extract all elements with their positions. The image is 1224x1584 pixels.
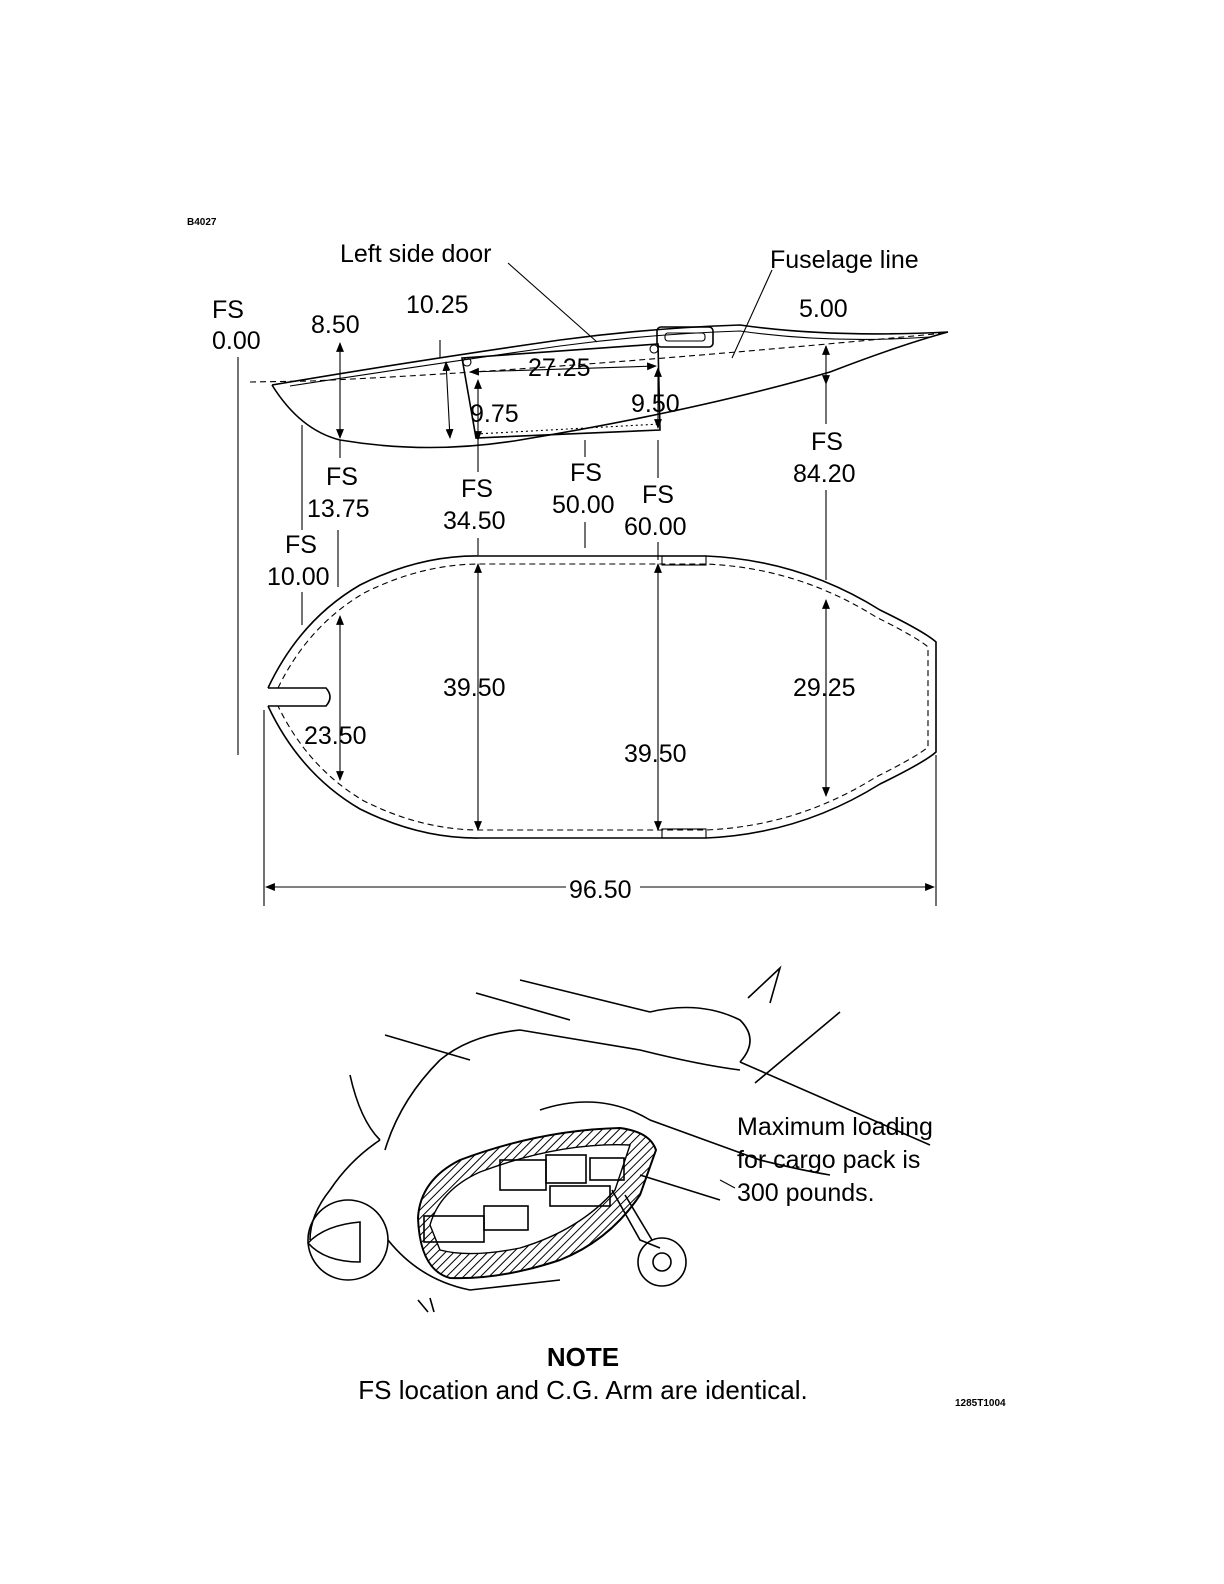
door-hinge	[475, 423, 661, 435]
dim-2725-arrow	[469, 362, 657, 376]
aircraft-illustration	[306, 965, 931, 1313]
max-loading-line-2: for cargo pack is	[737, 1146, 920, 1174]
width-2925-label: 29.25	[793, 674, 856, 702]
fuselage-line-label: Fuselage line	[770, 246, 919, 274]
cargo-box	[549, 1185, 611, 1207]
fs-8420-label: FS	[811, 428, 843, 456]
fs-3450-label: FS	[461, 475, 493, 503]
figure-id: B4027	[187, 217, 217, 228]
side-view	[237, 262, 949, 755]
fuselage-line	[249, 332, 946, 383]
max-loading-line-3: 300 pounds.	[737, 1179, 875, 1207]
fs-5000-label: FS	[570, 459, 602, 487]
fs-8420-value: 84.20	[793, 460, 856, 488]
width-3950-b-label: 39.50	[624, 740, 687, 768]
cargo-box	[545, 1154, 587, 1184]
left-side-door	[461, 343, 661, 439]
dim-975-label: 9.75	[470, 400, 519, 428]
propeller-spinner	[306, 1221, 361, 1263]
left-side-door-label: Left side door	[340, 240, 492, 268]
fs-6000-value: 60.00	[624, 513, 687, 541]
pod-bottom-outline	[271, 331, 949, 449]
fs-0-label: FS	[212, 296, 244, 324]
main-wheel	[637, 1237, 687, 1287]
cargo-box	[483, 1205, 529, 1231]
dim-850-label: 8.50	[311, 311, 360, 339]
pod-outline-top	[267, 555, 937, 839]
fs-1375-label: FS	[326, 463, 358, 491]
dim-1025-label: 10.25	[406, 291, 469, 319]
nose-slot	[268, 687, 331, 707]
length-9650-label: 96.50	[569, 876, 632, 904]
cargo-box	[589, 1157, 625, 1181]
engine-cowling	[307, 1199, 389, 1281]
fs-3450-value: 34.50	[443, 507, 506, 535]
pod-top-outline	[271, 324, 949, 386]
width-3950-a-label: 39.50	[443, 674, 506, 702]
width-2350-label: 23.50	[304, 722, 367, 750]
fs-5000-value: 50.00	[552, 491, 615, 519]
dim-500-label: 5.00	[799, 295, 848, 323]
fs-1000-label: FS	[285, 531, 317, 559]
cargo-pod-interior	[429, 1144, 631, 1255]
fs-1000-value: 10.00	[267, 563, 330, 591]
dim-1025-arrow	[442, 361, 454, 439]
dim-2725-label: 27.25	[528, 354, 591, 382]
fs-0-value: 0.00	[212, 327, 261, 355]
fs-6000-label: FS	[642, 481, 674, 509]
top-view	[263, 555, 937, 906]
max-loading-line-1: Maximum loading	[737, 1113, 933, 1141]
drawing-number: 1285T1004	[955, 1398, 1006, 1409]
vent-box	[656, 326, 714, 348]
fs-1375-value: 13.75	[307, 495, 370, 523]
note-title: NOTE	[547, 1342, 619, 1372]
note-text: FS location and C.G. Arm are identical.	[358, 1375, 807, 1405]
dim-950-label: 9.50	[631, 390, 680, 418]
